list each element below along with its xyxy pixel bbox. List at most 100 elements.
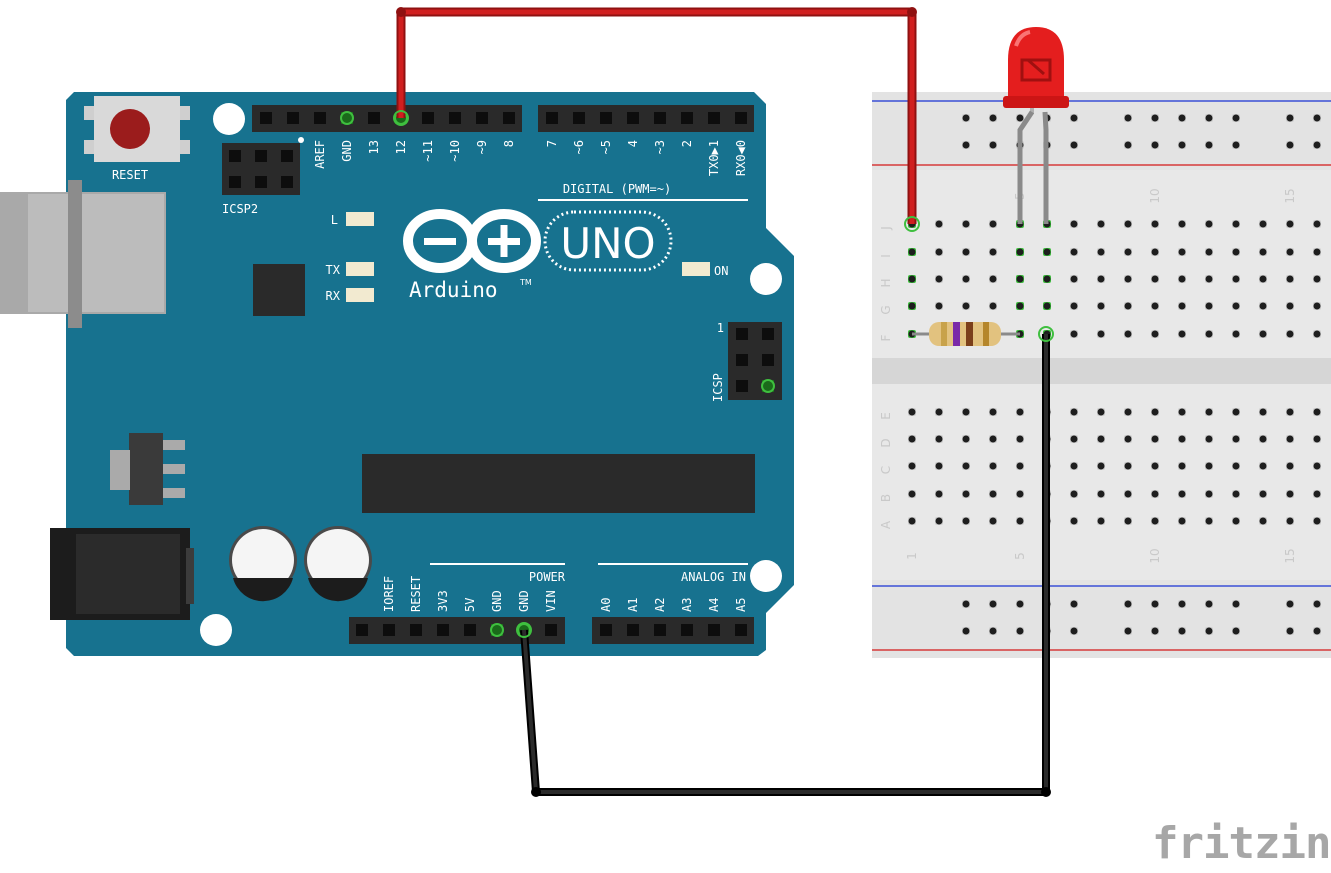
breadboard-hole[interactable] <box>1151 600 1159 608</box>
breadboard-hole[interactable] <box>1097 302 1105 310</box>
breadboard-hole[interactable] <box>962 435 970 443</box>
breadboard-hole[interactable] <box>1070 141 1078 149</box>
breadboard-hole[interactable] <box>1286 627 1294 635</box>
digital-pin-socket[interactable] <box>681 112 693 124</box>
breadboard-hole[interactable] <box>1043 275 1051 283</box>
icsp2-pin[interactable] <box>255 176 267 188</box>
breadboard-hole[interactable] <box>1313 248 1321 256</box>
breadboard-hole[interactable] <box>962 627 970 635</box>
breadboard-hole[interactable] <box>1205 490 1213 498</box>
breadboard-hole[interactable] <box>935 302 943 310</box>
breadboard-hole[interactable] <box>1124 141 1132 149</box>
digital-pin-socket[interactable] <box>600 112 612 124</box>
breadboard-hole[interactable] <box>1097 275 1105 283</box>
breadboard-hole[interactable] <box>1070 114 1078 122</box>
breadboard-hole[interactable] <box>1124 490 1132 498</box>
icsp2-pin[interactable] <box>229 150 241 162</box>
power-pin-socket[interactable] <box>410 624 422 636</box>
breadboard-hole[interactable] <box>1313 517 1321 525</box>
breadboard-hole[interactable] <box>1178 248 1186 256</box>
analog-pin-socket[interactable] <box>600 624 612 636</box>
wire-endpoint[interactable] <box>1038 326 1054 342</box>
digital-pin-socket[interactable] <box>708 112 720 124</box>
wire-red-pin12[interactable] <box>396 7 917 224</box>
breadboard-hole[interactable] <box>1232 114 1240 122</box>
breadboard-hole[interactable] <box>935 462 943 470</box>
breadboard-hole[interactable] <box>1205 275 1213 283</box>
wire-endpoint[interactable] <box>393 110 409 126</box>
breadboard-hole[interactable] <box>908 517 916 525</box>
breadboard-hole[interactable] <box>1313 275 1321 283</box>
breadboard-hole[interactable] <box>1124 275 1132 283</box>
breadboard-hole[interactable] <box>1151 517 1159 525</box>
wire-black-gnd[interactable] <box>520 334 1051 797</box>
breadboard-hole[interactable] <box>1124 435 1132 443</box>
digital-pin-socket[interactable] <box>449 112 461 124</box>
breadboard-hole[interactable] <box>962 248 970 256</box>
breadboard-hole[interactable] <box>962 462 970 470</box>
breadboard-hole[interactable] <box>935 490 943 498</box>
icsp2-pin[interactable] <box>281 150 293 162</box>
analog-pin-socket[interactable] <box>654 624 666 636</box>
breadboard-hole[interactable] <box>1232 517 1240 525</box>
icsp2-pin[interactable] <box>255 150 267 162</box>
breadboard-hole[interactable] <box>1097 517 1105 525</box>
breadboard-hole[interactable] <box>1205 141 1213 149</box>
breadboard-hole[interactable] <box>1313 600 1321 608</box>
breadboard-hole[interactable] <box>1313 408 1321 416</box>
breadboard-hole[interactable] <box>1178 275 1186 283</box>
breadboard-hole[interactable] <box>1205 114 1213 122</box>
breadboard-hole[interactable] <box>1070 600 1078 608</box>
breadboard-hole[interactable] <box>1259 490 1267 498</box>
breadboard-hole[interactable] <box>1178 408 1186 416</box>
breadboard-hole[interactable] <box>962 114 970 122</box>
breadboard-hole[interactable] <box>1070 627 1078 635</box>
breadboard-hole[interactable] <box>1286 275 1294 283</box>
digital-pin-socket[interactable] <box>287 112 299 124</box>
breadboard-hole[interactable] <box>1070 408 1078 416</box>
breadboard-hole[interactable] <box>1178 490 1186 498</box>
breadboard-hole[interactable] <box>1151 302 1159 310</box>
breadboard-hole[interactable] <box>1070 435 1078 443</box>
breadboard-hole[interactable] <box>989 600 997 608</box>
power-pin-socket[interactable] <box>437 624 449 636</box>
breadboard-hole[interactable] <box>1124 408 1132 416</box>
breadboard-hole[interactable] <box>1232 141 1240 149</box>
breadboard-hole[interactable] <box>1259 462 1267 470</box>
breadboard-hole[interactable] <box>1097 248 1105 256</box>
digital-pin-socket[interactable] <box>260 112 272 124</box>
breadboard-hole[interactable] <box>1259 517 1267 525</box>
breadboard-hole[interactable] <box>1151 220 1159 228</box>
digital-pin-socket[interactable] <box>476 112 488 124</box>
breadboard-hole[interactable] <box>1016 462 1024 470</box>
icsp-pin[interactable] <box>762 380 774 392</box>
breadboard-hole[interactable] <box>1232 220 1240 228</box>
icsp-pin[interactable] <box>736 380 748 392</box>
icsp2-pin[interactable] <box>229 176 241 188</box>
breadboard-hole[interactable] <box>1016 302 1024 310</box>
breadboard-hole[interactable] <box>1205 517 1213 525</box>
digital-pin-socket[interactable] <box>368 112 380 124</box>
breadboard-hole[interactable] <box>1205 627 1213 635</box>
breadboard-hole[interactable] <box>1286 600 1294 608</box>
breadboard-hole[interactable] <box>1313 302 1321 310</box>
breadboard-hole[interactable] <box>1232 435 1240 443</box>
breadboard-hole[interactable] <box>1124 248 1132 256</box>
breadboard-hole[interactable] <box>1151 462 1159 470</box>
breadboard-hole[interactable] <box>1205 302 1213 310</box>
breadboard-hole[interactable] <box>962 517 970 525</box>
breadboard-hole[interactable] <box>1286 517 1294 525</box>
breadboard-hole[interactable] <box>1043 302 1051 310</box>
breadboard-hole[interactable] <box>989 627 997 635</box>
breadboard-hole[interactable] <box>1016 275 1024 283</box>
breadboard-hole[interactable] <box>1313 141 1321 149</box>
breadboard-hole[interactable] <box>1016 627 1024 635</box>
digital-pin-socket[interactable] <box>546 112 558 124</box>
breadboard-hole[interactable] <box>1286 248 1294 256</box>
power-pin-socket[interactable] <box>356 624 368 636</box>
icsp-pin[interactable] <box>736 354 748 366</box>
breadboard-hole[interactable] <box>989 114 997 122</box>
power-pin-socket[interactable] <box>545 624 557 636</box>
breadboard-hole[interactable] <box>1178 302 1186 310</box>
breadboard-hole[interactable] <box>1097 462 1105 470</box>
